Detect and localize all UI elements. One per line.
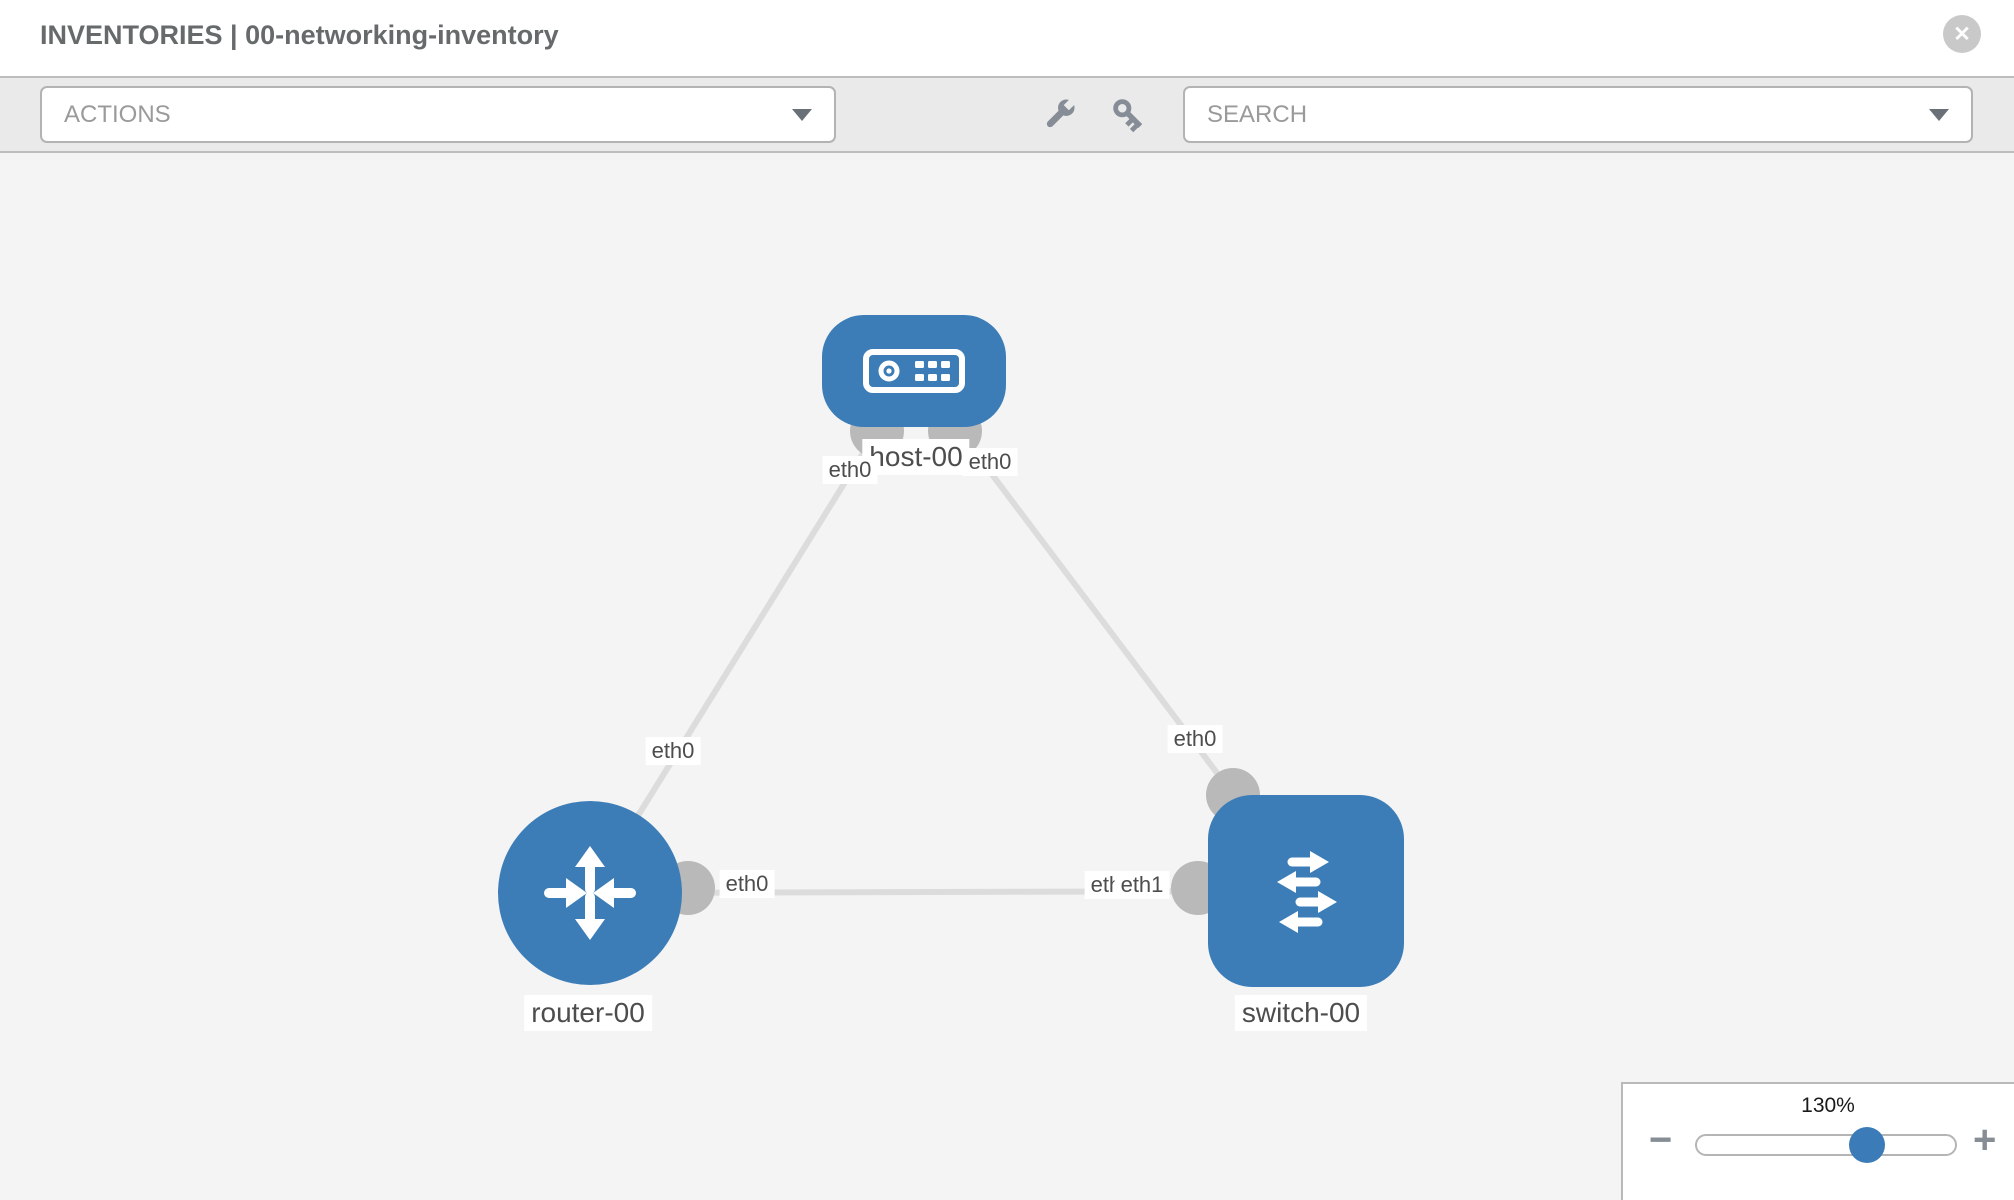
actions-dropdown-label: ACTIONS [64, 100, 171, 128]
close-button[interactable]: ✕ [1943, 15, 1981, 53]
node-router-00[interactable] [498, 801, 682, 985]
zoom-panel: 130% − + [1621, 1082, 2014, 1200]
page-title: INVENTORIES | 00-networking-inventory [40, 20, 559, 50]
wrench-icon[interactable] [1040, 96, 1078, 134]
header: INVENTORIES | 00-networking-inventory ✕ [0, 0, 2014, 76]
zoom-out-button[interactable]: − [1649, 1118, 1673, 1162]
zoom-slider-track[interactable] [1695, 1127, 1957, 1163]
interface-label: eth1 [1114, 871, 1170, 899]
actions-dropdown[interactable]: ACTIONS [40, 86, 836, 143]
node-host-00[interactable] [822, 315, 1006, 427]
chevron-down-icon [1929, 108, 1949, 121]
host-icon [863, 349, 965, 393]
node-label-router: router-00 [524, 995, 652, 1031]
toolbar: ACTIONS SEARCH [0, 76, 2014, 153]
interface-label: eth0 [962, 448, 1018, 476]
zoom-in-button[interactable]: + [1973, 1118, 1997, 1162]
node-label-switch: switch-00 [1234, 995, 1368, 1031]
zoom-slider-handle[interactable] [1849, 1127, 1885, 1163]
interface-label: eth0 [1167, 725, 1223, 753]
interface-label: eth0 [822, 456, 878, 484]
key-icon[interactable] [1110, 96, 1148, 134]
interface-label: eth0 [645, 737, 701, 765]
search-dropdown[interactable]: SEARCH [1183, 86, 1973, 143]
search-placeholder: SEARCH [1207, 100, 1308, 128]
close-icon: ✕ [1953, 22, 1971, 46]
router-icon [544, 846, 636, 940]
topology-canvas[interactable]: host-00 router-00 switch-00 eth0 eth0 et… [0, 153, 2014, 1200]
switch-icon [1277, 851, 1337, 933]
node-label-host: host-00 [862, 439, 970, 475]
links-layer [587, 369, 1309, 915]
node-switch-00[interactable] [1208, 795, 1404, 987]
interface-label: eth0 [719, 870, 775, 898]
chevron-down-icon [792, 108, 812, 121]
zoom-level: 130% [1801, 1094, 1855, 1117]
toolbar-tools [1040, 78, 1148, 151]
